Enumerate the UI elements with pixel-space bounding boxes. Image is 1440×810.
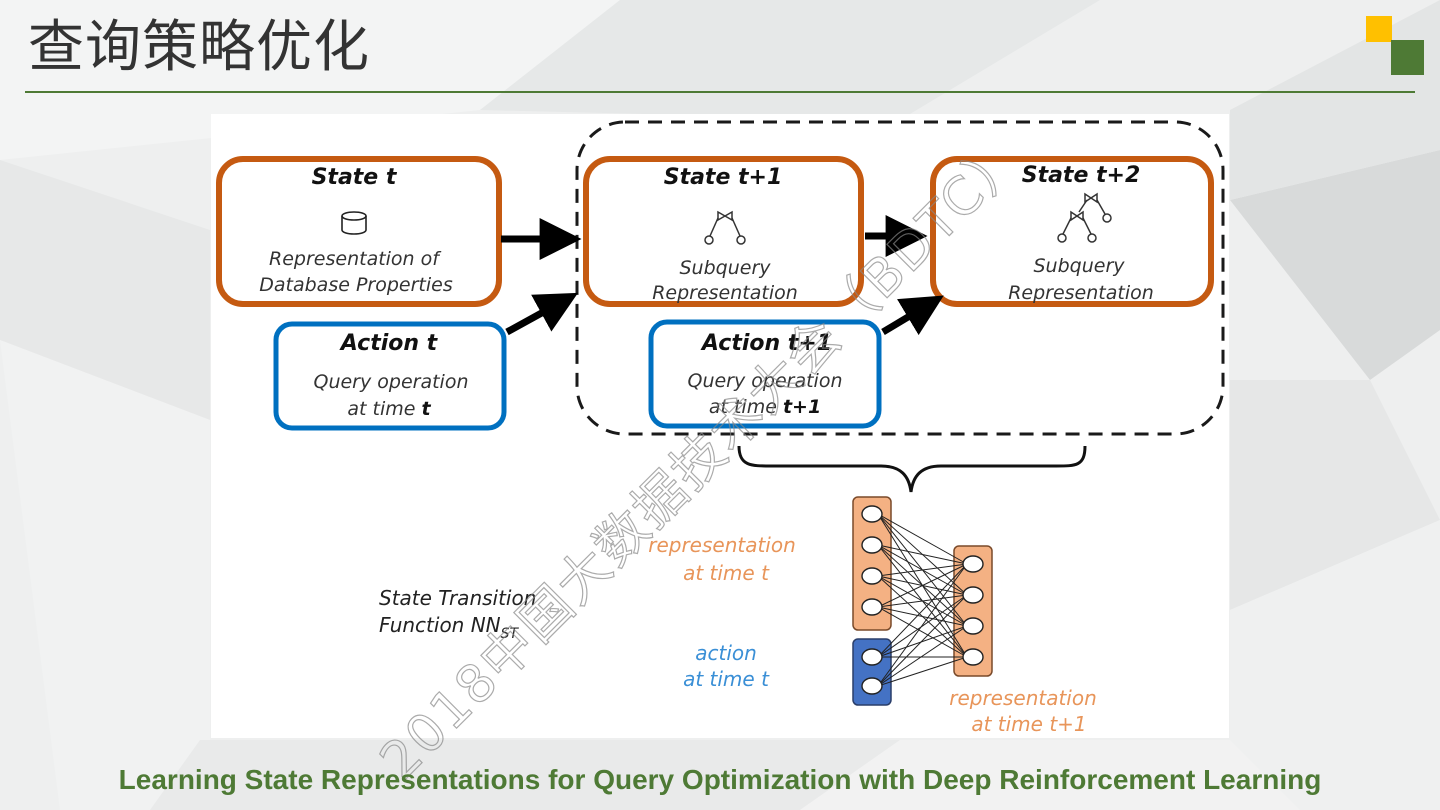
mdp-diagram: State t Representation of Database Prope…: [216, 120, 1225, 736]
nn-function-label-line2: Function NNST: [379, 613, 520, 642]
decor-square-yellow: [1366, 16, 1392, 42]
nn-connection: [877, 544, 968, 565]
nn-connection: [877, 563, 968, 577]
state-t-box: State t Representation of Database Prope…: [216, 156, 502, 307]
nn-output-layer: [953, 545, 993, 677]
state-t1-title: State t+1: [664, 165, 783, 190]
nn-connection: [877, 563, 968, 608]
nn-node-rep-in: [861, 536, 883, 554]
action-t1-desc-line2: at time t+1: [709, 396, 821, 418]
nn-node-out: [962, 586, 984, 604]
nn-node-action-in: [861, 677, 883, 695]
nn-node-action-in: [861, 648, 883, 666]
state-transition-network: [852, 496, 993, 706]
state-t2-title: State t+2: [1022, 163, 1141, 188]
nn-connection: [877, 625, 968, 687]
action-t-box: Action t Query operation at time t: [273, 321, 507, 431]
rep-out-label-line1: representation: [949, 686, 1097, 710]
curly-brace: [737, 445, 1087, 493]
decor-square-green: [1391, 40, 1424, 75]
nn-connection: [877, 563, 968, 658]
state-t-desc-line1: Representation of: [269, 248, 442, 270]
database-cylinder-icon: [341, 211, 367, 235]
nn-connection: [877, 606, 968, 627]
nn-connection: [877, 594, 968, 658]
action-in-label-line1: action: [695, 641, 757, 665]
state-t1-desc-line2: Representation: [652, 282, 798, 304]
action-t-desc-line2: at time t: [347, 398, 431, 420]
nn-connection: [877, 513, 968, 565]
rep-in-label-line2: at time t: [683, 561, 770, 585]
join-tree-nested-icon: [1057, 192, 1112, 243]
nn-connection: [877, 625, 968, 658]
nn-node-out: [962, 617, 984, 635]
nn-function-label-line1: State Transition: [379, 586, 536, 610]
rep-out-label-line2: at time t+1: [971, 712, 1086, 736]
nn-connection: [877, 656, 968, 687]
nn-input-rep-layer: [852, 496, 892, 631]
state-t1-desc-line1: Subquery: [679, 257, 771, 279]
nn-node-rep-in: [861, 505, 883, 523]
state-t1-box: State t+1 Subquery Representation: [583, 156, 864, 307]
join-tree-icon: [704, 210, 746, 245]
nn-node-out: [962, 648, 984, 666]
slide-caption: Learning State Representations for Query…: [118, 764, 1322, 795]
action-t-desc-line1: Query operation: [313, 371, 468, 393]
state-t-desc-line2: Database Properties: [259, 274, 453, 296]
nn-connection: [877, 594, 968, 608]
action-t1-box: Action t+1 Query operation at time t+1: [648, 319, 882, 429]
figure-panel: State t Representation of Database Prope…: [211, 114, 1229, 738]
nn-connection: [877, 606, 968, 658]
title-divider: [25, 91, 1415, 93]
state-t2-desc-line2: Representation: [1008, 282, 1154, 304]
state-t2-desc-line1: Subquery: [1033, 255, 1125, 277]
rep-in-label-line1: representation: [648, 533, 796, 557]
nn-node-rep-in: [861, 598, 883, 616]
state-t-title: State t: [312, 165, 398, 190]
state-t2-box: State t+2 Subquery Representation: [930, 156, 1214, 307]
action-t-title: Action t: [339, 331, 439, 356]
arrow-action-t1-to-t2: [881, 295, 944, 336]
slide-title: 查询策略优化: [28, 15, 370, 80]
arrow-action-t-to-t1: [505, 292, 579, 336]
action-t1-desc-line1: Query operation: [687, 370, 842, 392]
nn-node-out: [962, 555, 984, 573]
action-in-label-line2: at time t: [683, 667, 770, 691]
nn-node-rep-in: [861, 567, 883, 585]
nn-connection: [877, 563, 968, 687]
nn-connection: [877, 594, 968, 687]
action-t1-title: Action t+1: [700, 331, 832, 356]
